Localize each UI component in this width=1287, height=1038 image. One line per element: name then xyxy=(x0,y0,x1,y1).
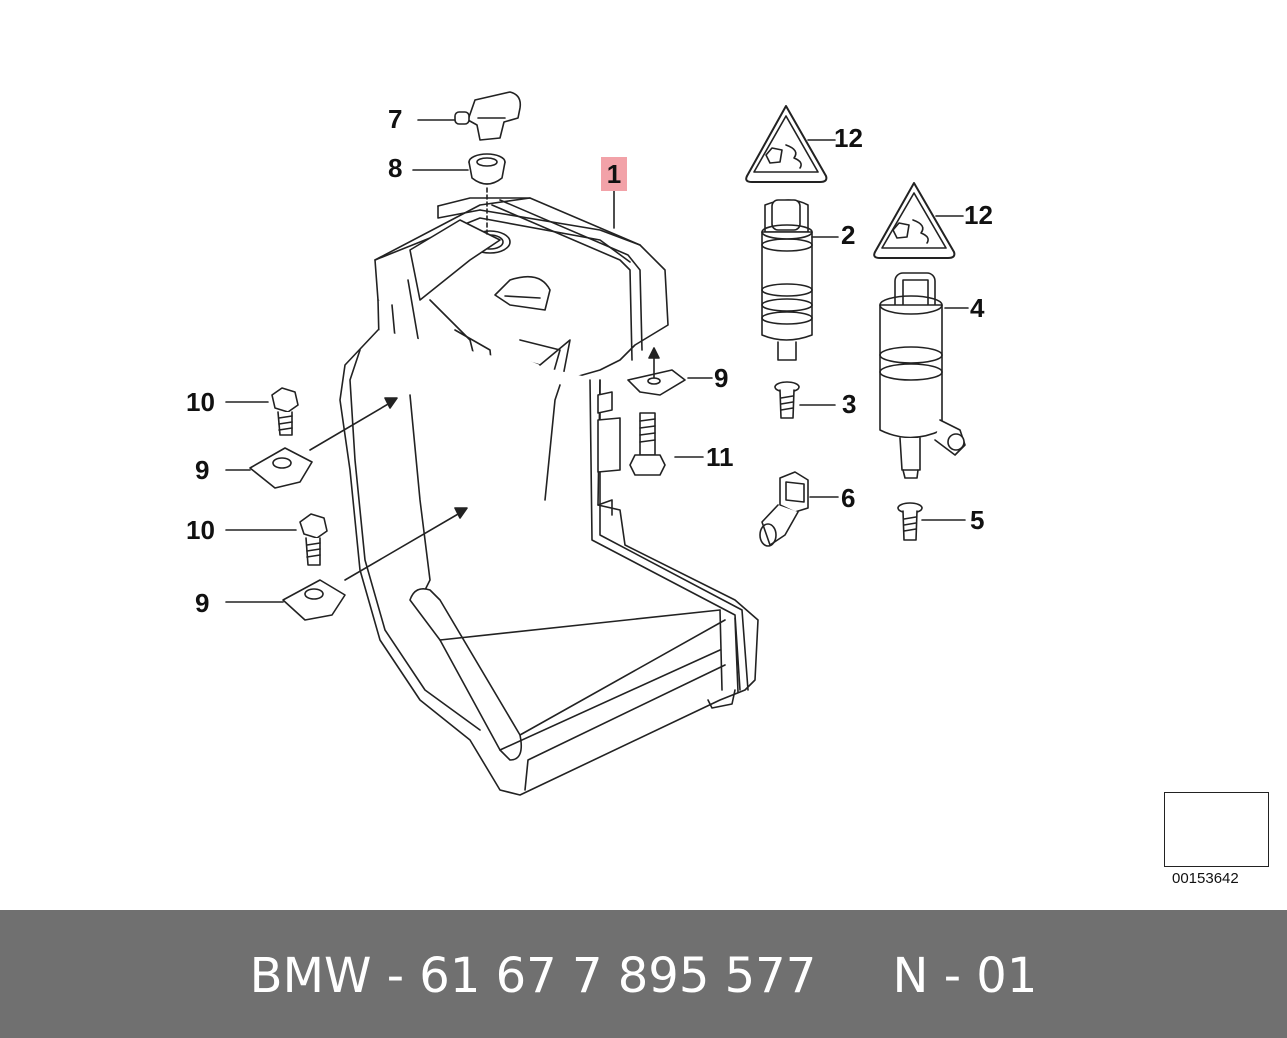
callout-11: 11 xyxy=(706,442,734,472)
part-7-cap xyxy=(417,91,522,141)
callout-1-highlight: 1 xyxy=(601,157,627,191)
part-number-text: BMW - 61 67 7 895 577 N - 01 xyxy=(249,948,1038,1004)
part-3-screw xyxy=(774,381,836,419)
part-8-grommet xyxy=(412,153,506,237)
part-6-level-sensor xyxy=(759,471,839,547)
callout-9c: 9 xyxy=(714,363,729,393)
callout-5: 5 xyxy=(970,505,985,535)
callout-10b: 10 xyxy=(186,515,215,545)
part-12-warning-label-a xyxy=(745,105,836,183)
part-10-bolt-lower xyxy=(225,513,328,566)
washer-reservoir xyxy=(339,197,759,796)
callout-6: 6 xyxy=(841,483,856,513)
reference-arrow-box xyxy=(1164,792,1269,867)
footer-bar xyxy=(0,910,1287,1038)
part-9-clip-lower-left xyxy=(225,507,468,621)
callout-2: 2 xyxy=(841,220,856,250)
callout-9b: 9 xyxy=(195,588,210,618)
callout-7: 7 xyxy=(388,104,403,134)
callout-10a: 10 xyxy=(186,387,215,417)
callout-4: 4 xyxy=(970,293,985,323)
callout-12b: 12 xyxy=(964,200,993,230)
part-5-screw xyxy=(897,502,966,541)
callout-9a: 9 xyxy=(195,455,210,485)
part-4-washer-pump xyxy=(879,272,969,479)
part-2-washer-pump xyxy=(761,199,839,361)
part-9-clip-right xyxy=(627,347,713,396)
callout-12a: 12 xyxy=(834,123,863,153)
reference-number: 00153642 xyxy=(1172,870,1239,887)
callout-8: 8 xyxy=(388,153,403,183)
callout-3: 3 xyxy=(842,389,857,419)
part-11-bolt xyxy=(629,412,704,476)
part-10-bolt-upper xyxy=(225,387,299,436)
part-9-clip-upper-left xyxy=(225,397,398,489)
parts-diagram xyxy=(225,91,1259,859)
part-12-warning-label-b xyxy=(873,182,964,259)
